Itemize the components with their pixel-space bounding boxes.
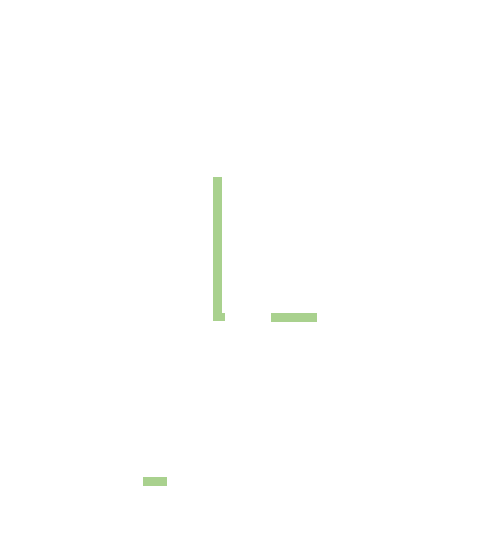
green-small-dash bbox=[143, 477, 167, 486]
green-bar-foot bbox=[213, 313, 225, 321]
green-vertical-bar bbox=[213, 177, 222, 321]
green-horizontal-bar bbox=[271, 313, 317, 322]
